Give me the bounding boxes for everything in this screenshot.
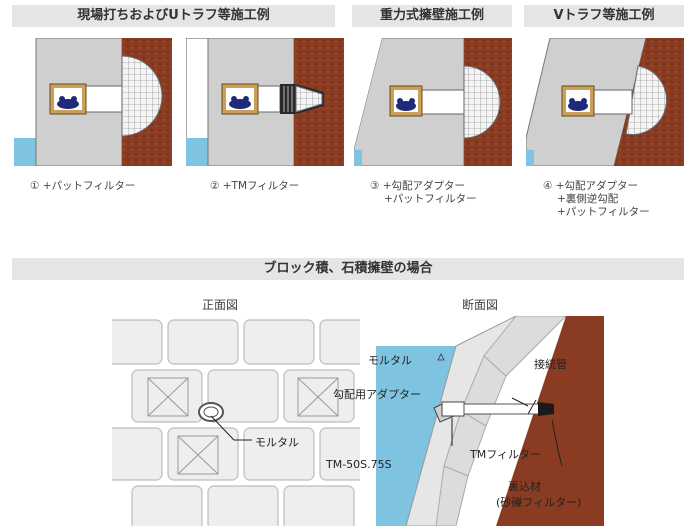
caption-2: ② +TMフィルター xyxy=(210,180,300,192)
header-cast-in-place: 現場打ちおよびUトラフ等施工例 xyxy=(12,5,335,27)
header-block-wall: ブロック積、石積擁壁の場合 xyxy=(12,258,684,280)
panel-4-diagram xyxy=(526,38,684,166)
caption-3: ③ +勾配アダプター +パットフィルター xyxy=(370,180,477,205)
front-mortar-label: モルタル xyxy=(255,436,299,449)
panel-1-diagram xyxy=(14,38,172,166)
adapter-label: 勾配用アダプター xyxy=(333,388,421,401)
panel-2-diagram xyxy=(186,38,344,166)
backfill-label: 裏込材 (砂礫フィルター) xyxy=(496,480,582,509)
caption-1: ① +パットフィルター xyxy=(30,180,136,192)
header-gravity-wall: 重力式擁壁施工例 xyxy=(352,5,512,27)
panel-3-diagram xyxy=(354,38,512,166)
tm-model-label: TM-50S.75S xyxy=(326,458,392,471)
front-view-title: 正面図 xyxy=(202,298,239,312)
header-v-trough: Vトラフ等施工例 xyxy=(524,5,684,27)
joint-pipe-label: 接続管 xyxy=(534,358,567,371)
caption-4: ④ +勾配アダプター +裏側逆勾配 +パットフィルター xyxy=(543,180,650,218)
front-view-diagram xyxy=(112,316,360,526)
section-view-diagram xyxy=(376,316,604,526)
section-view-title: 断面図 xyxy=(462,298,499,312)
section-mortar-label: モルタル xyxy=(368,354,412,367)
tm-filter-label: TMフィルター xyxy=(470,448,541,461)
